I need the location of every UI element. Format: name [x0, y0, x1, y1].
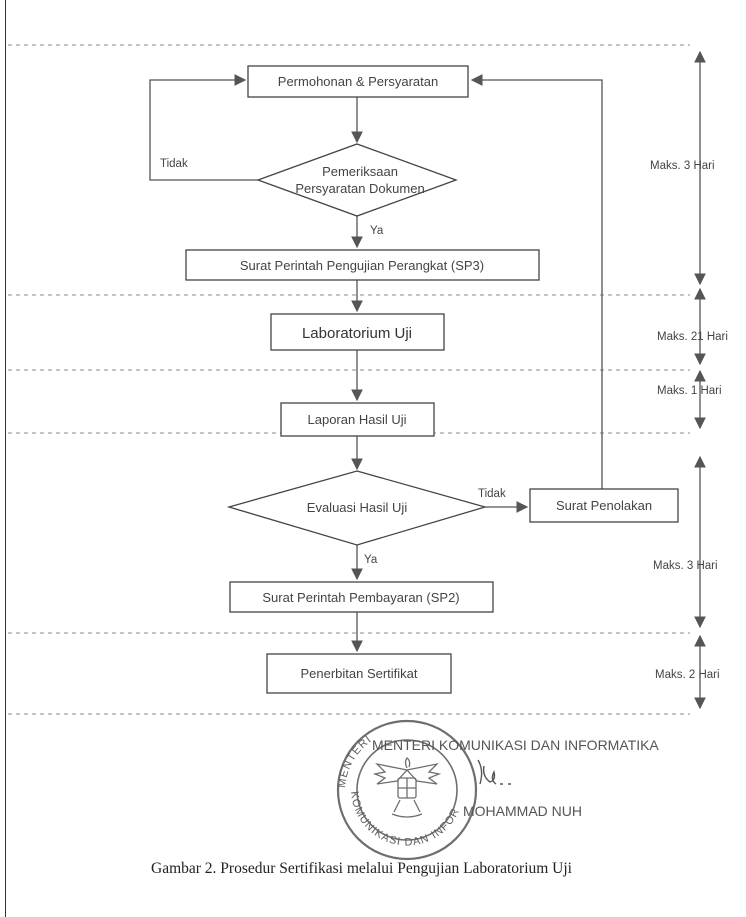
arrow-penolakan-to-permohonan: [470, 74, 603, 489]
step-penerbitan-label: Penerbitan Sertifikat: [300, 666, 417, 681]
signatory-title: MENTERI KOMUNIKASI DAN INFORMATIKA: [372, 737, 659, 753]
step-permohonan: Permohonan & Persyaratan: [247, 65, 469, 98]
seal-outer-ring: [336, 719, 478, 861]
label-tidak-1: Tidak: [160, 158, 188, 170]
phase-separators: [8, 44, 690, 715]
decision-pemeriksaan: Pemeriksaan Persyaratan Dokumen: [256, 143, 458, 217]
garuda-emblem: [372, 757, 442, 818]
figure-caption: Gambar 2. Prosedur Sertifikasi melalui P…: [151, 860, 573, 877]
step-laporan-label: Laporan Hasil Uji: [308, 412, 407, 427]
step-permohonan-label: Permohonan & Persyaratan: [278, 74, 438, 89]
step-sp3: Surat Perintah Pengujian Perangkat (SP3): [185, 249, 540, 281]
decision-evaluasi-label: Evaluasi Hasil Uji: [307, 500, 408, 515]
handwritten-signature: [477, 759, 511, 785]
step-sp2-label: Surat Perintah Pembayaran (SP2): [262, 590, 459, 605]
step-laboratorium: Laboratorium Uji: [270, 313, 445, 351]
step-penerbitan: Penerbitan Sertifikat: [266, 653, 452, 694]
label-ya-2: Ya: [364, 554, 378, 566]
duration-label-2: Maks. 21 Hari: [657, 331, 728, 343]
step-laporan: Laporan Hasil Uji: [280, 402, 435, 437]
page-left-border: [5, 0, 6, 917]
timeline: Maks. 3 Hari Maks. 21 Hari Maks. 1 Hari …: [650, 50, 728, 710]
step-sp3-label: Surat Perintah Pengujian Perangkat (SP3): [240, 258, 484, 273]
step-penolakan: Surat Penolakan: [529, 488, 679, 523]
label-tidak-2: Tidak: [478, 488, 506, 500]
step-laboratorium-label: Laboratorium Uji: [302, 325, 412, 342]
duration-label-1: Maks. 3 Hari: [650, 160, 715, 172]
decision-pemeriksaan-label-2: Persyaratan Dokumen: [295, 181, 424, 196]
decision-pemeriksaan-label-1: Pemeriksaan: [322, 164, 398, 179]
signatory-name: MOHAMMAD NUH: [463, 803, 582, 819]
duration-label-4: Maks. 3 Hari: [653, 560, 718, 572]
step-sp2: Surat Perintah Pembayaran (SP2): [229, 581, 494, 613]
arrow-tidak-loop: [149, 74, 258, 181]
seal-inner-ring: [356, 739, 458, 841]
connectors: [149, 74, 603, 653]
seal-text-top: MENTERI: [336, 733, 374, 788]
label-ya-1: Ya: [370, 225, 384, 237]
duration-label-5: Maks. 2 Hari: [655, 669, 720, 681]
step-penolakan-label: Surat Penolakan: [556, 498, 652, 513]
duration-label-3: Maks. 1 Hari: [657, 385, 722, 397]
decision-evaluasi: Evaluasi Hasil Uji: [226, 470, 488, 546]
